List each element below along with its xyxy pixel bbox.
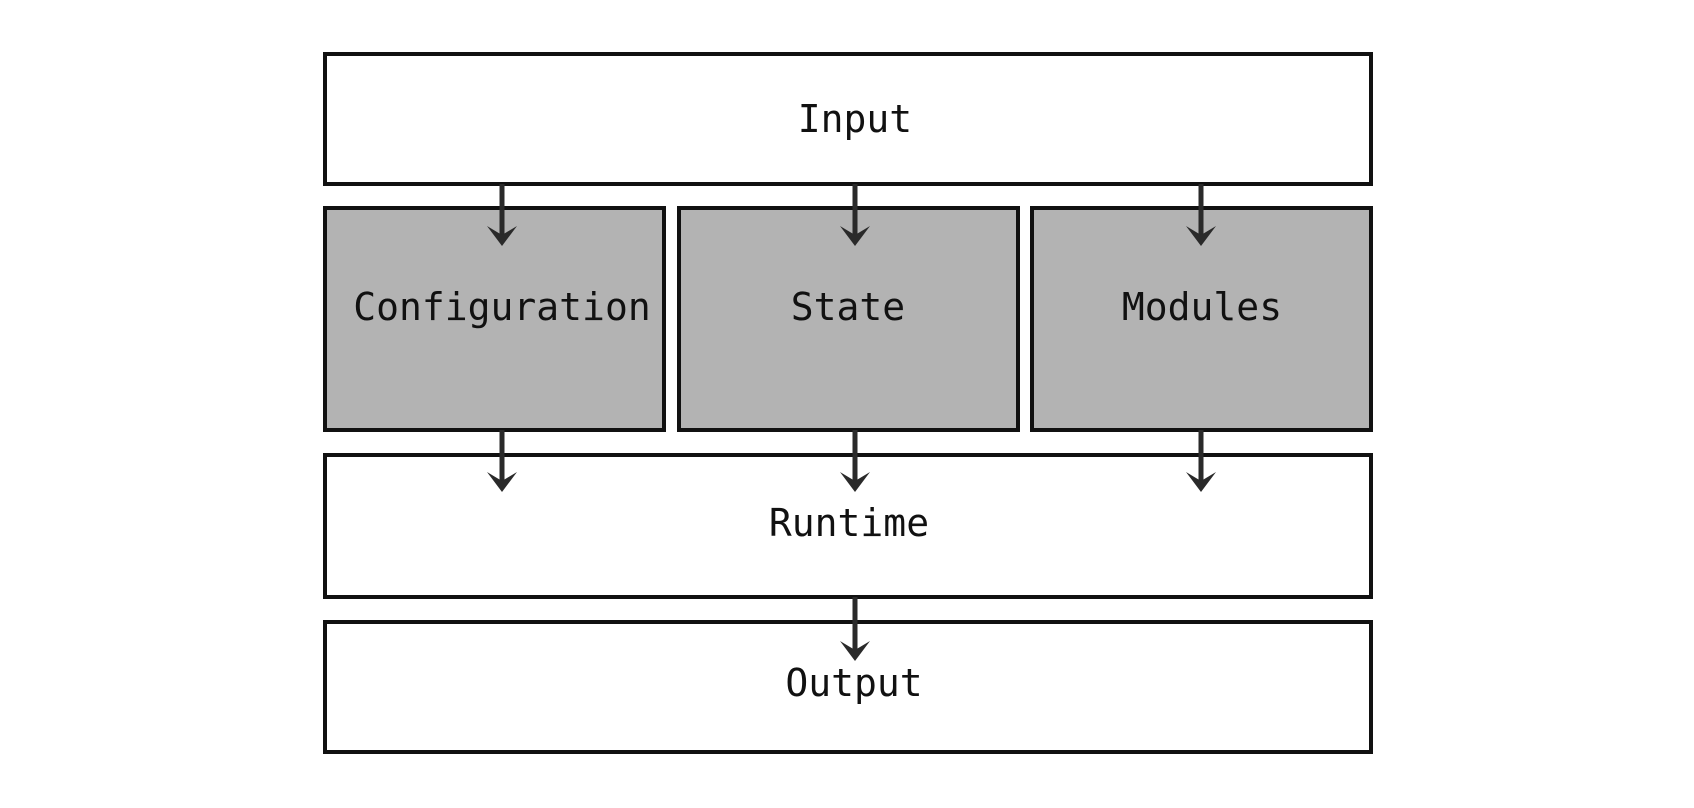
state-box: State bbox=[677, 206, 1020, 432]
configuration-box: Configuration bbox=[323, 206, 666, 432]
state-label: State bbox=[791, 285, 905, 329]
modules-box: Modules bbox=[1030, 206, 1373, 432]
arrow-input-to-state bbox=[840, 184, 870, 246]
arrow-input-to-modules bbox=[1186, 184, 1216, 246]
input-box: Input bbox=[323, 52, 1373, 186]
arrow-configuration-to-runtime bbox=[487, 430, 517, 492]
runtime-box: Runtime bbox=[323, 453, 1373, 599]
runtime-label: Runtime bbox=[769, 501, 929, 545]
configuration-label: Configuration bbox=[353, 285, 650, 329]
input-label: Input bbox=[798, 97, 912, 141]
arrow-runtime-to-output bbox=[840, 597, 870, 661]
arrow-modules-to-runtime bbox=[1186, 430, 1216, 492]
output-box: Output bbox=[323, 620, 1373, 754]
arrow-state-to-runtime bbox=[840, 430, 870, 492]
modules-label: Modules bbox=[1122, 285, 1282, 329]
output-label: Output bbox=[785, 661, 922, 705]
arrow-input-to-configuration bbox=[487, 184, 517, 246]
